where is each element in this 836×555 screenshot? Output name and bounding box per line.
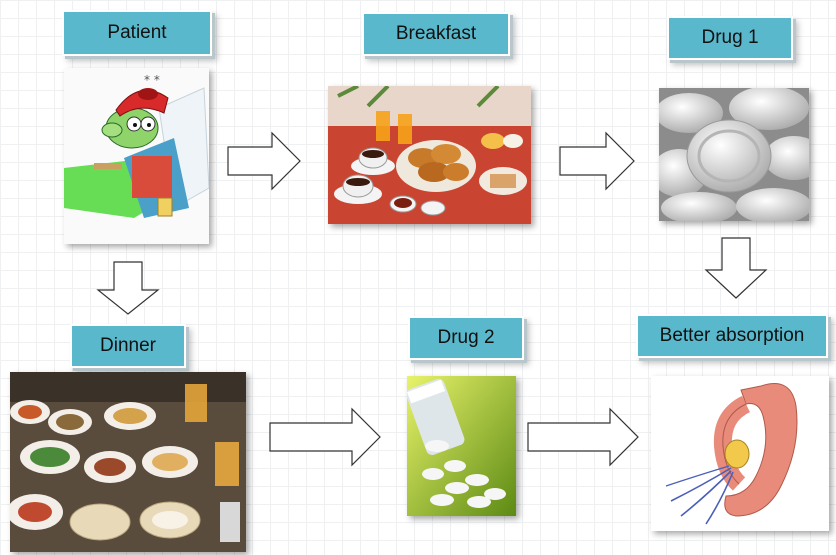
label-drug1: Drug 1 xyxy=(667,16,793,60)
svg-text:* *: * * xyxy=(144,73,160,87)
label-better-absorption: Better absorption xyxy=(636,314,828,358)
patient-image: * * xyxy=(64,68,209,244)
arrow-right-patient-to-breakfast xyxy=(226,131,302,191)
dinner-image xyxy=(10,372,246,552)
arrow-right-dinner-to-drug2 xyxy=(268,407,382,467)
label-breakfast: Breakfast xyxy=(362,12,510,56)
intestine-image xyxy=(651,376,829,531)
arrow-right-drug2-to-absorption xyxy=(526,407,640,467)
arrow-down-patient-to-dinner xyxy=(96,260,160,316)
label-dinner: Dinner xyxy=(70,324,186,368)
label-patient: Patient xyxy=(62,10,212,56)
drug1-pills-image xyxy=(659,88,809,221)
arrow-right-breakfast-to-drug1 xyxy=(558,131,636,191)
breakfast-image xyxy=(328,86,531,224)
label-drug2: Drug 2 xyxy=(408,316,524,360)
drug2-pills-image xyxy=(407,376,516,516)
arrow-down-drug1-to-absorption xyxy=(704,236,768,300)
